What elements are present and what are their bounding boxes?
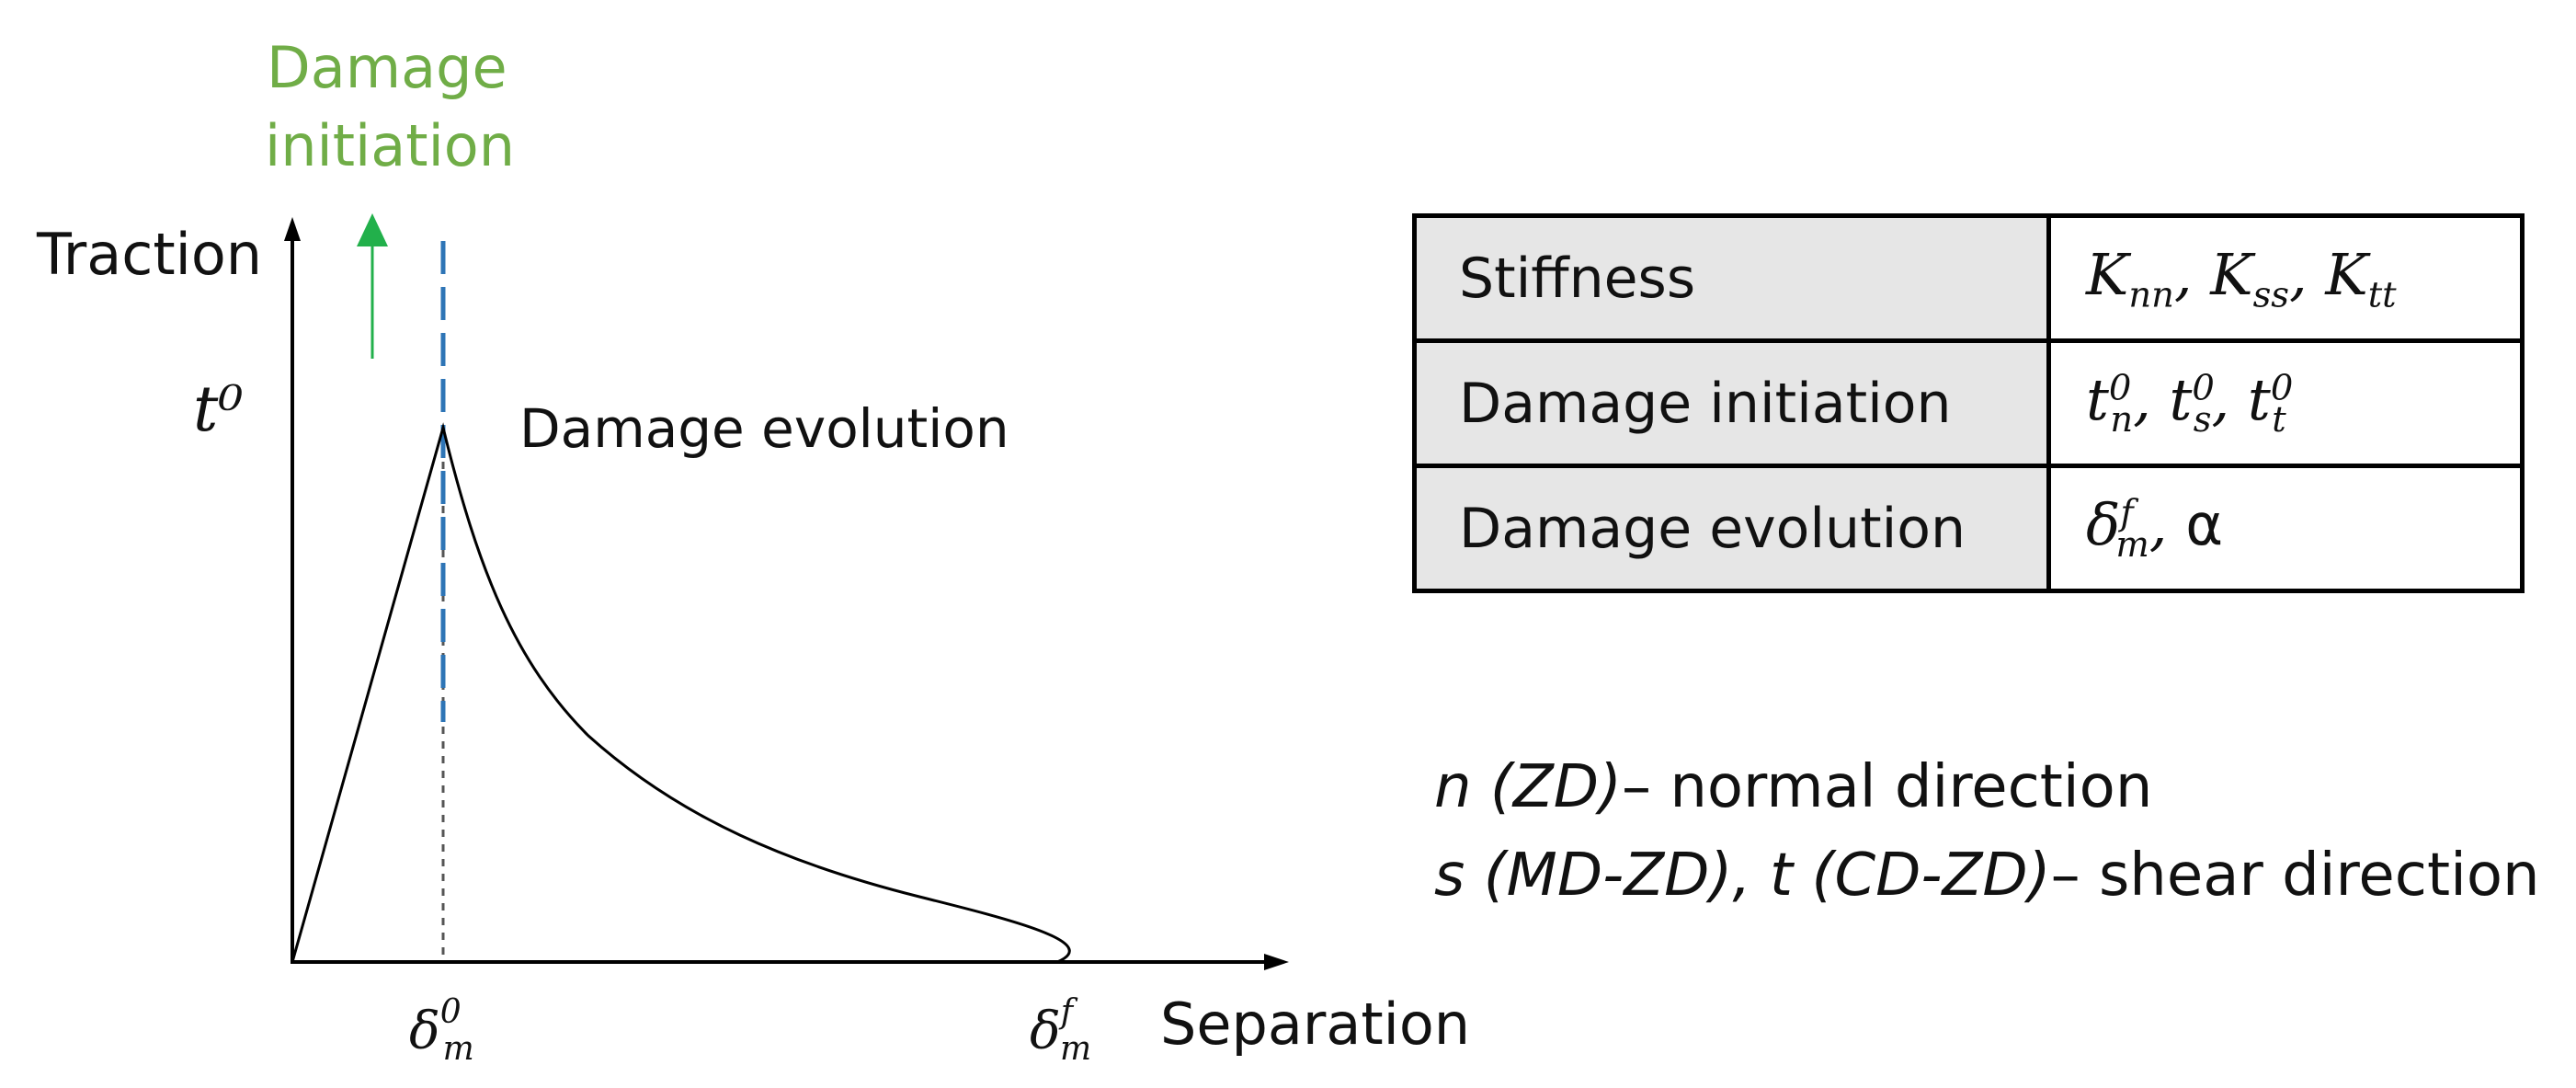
table-row: Damage evolution δfm, α [1412,464,2525,593]
initiation-arrow-head [357,213,388,246]
x-axis-label: Separation [1160,991,1470,1058]
damage-initiation-label-line2: initiation [265,112,515,179]
y-axis-label: Traction [36,221,262,288]
peak-traction-label: t⁰ [193,373,244,446]
y-axis-arrowhead [284,217,301,241]
shear-direction-symbols: s (MD-ZD), t (CD-ZD) [1434,842,2051,910]
evolution-values: δfm, α [2046,464,2525,593]
table-cell-name: Damage evolution [1412,464,2051,593]
normal-direction-note: n (ZD)– normal direction [1434,743,2540,831]
damage-evolution-label: Damage evolution [519,397,1009,460]
shear-direction-text: – shear direction [2050,842,2540,910]
table-row: Damage initiation t0n, t0s, t0t [1412,338,2525,468]
shear-direction-note: s (MD-ZD), t (CD-ZD)– shear direction [1434,831,2540,920]
direction-notes: n (ZD)– normal direction s (MD-ZD), t (C… [1434,743,2540,920]
traction-separation-diagram: Damage initiation Traction Separation t⁰… [36,34,1470,1068]
cohesive-parameters-table: Stiffness Knn, Kss, Ktt Damage initiatio… [1412,213,2525,593]
table-row: Stiffness Knn, Kss, Ktt [1412,213,2525,343]
initiation-values: t0n, t0s, t0t [2046,338,2525,468]
table-cell-name: Damage initiation [1412,338,2051,468]
normal-direction-symbol: n (ZD) [1434,753,1622,821]
damage-initiation-label-line1: Damage [267,34,507,101]
normal-direction-text: – normal direction [1621,753,2153,821]
x-axis-arrowhead [1264,954,1289,970]
stiffness-values: Knn, Kss, Ktt [2046,213,2525,343]
table-cell-name: Stiffness [1412,213,2051,343]
traction-separation-curve [291,422,1071,964]
